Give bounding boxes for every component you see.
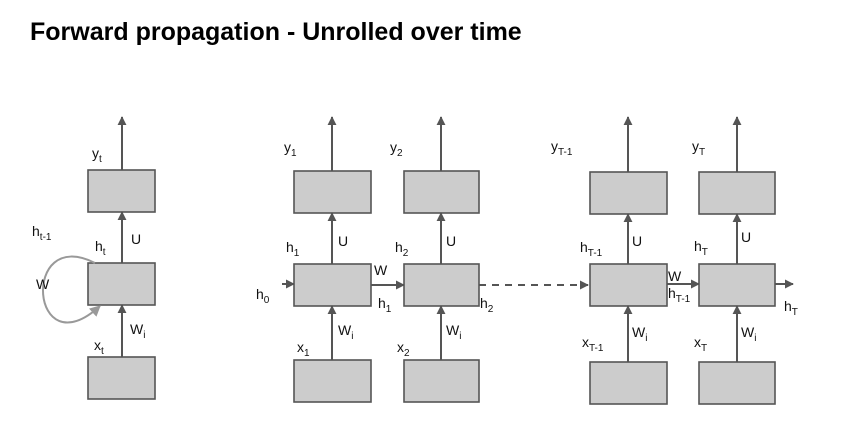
- time-step-2: y2 U h2 h2 Wi x2: [390, 116, 494, 403]
- time-step-t-minus-1: yT-1 U hT-1 hT-1 Wi xT-1: [551, 116, 691, 405]
- y-label: yt: [92, 145, 102, 165]
- output-box: [589, 171, 668, 215]
- recurrent-loop-arrow: [41, 255, 101, 324]
- x-label: x1: [297, 339, 310, 359]
- x-label: xT: [694, 334, 707, 354]
- wi-label: Wi: [446, 322, 461, 342]
- w-label: W: [374, 262, 388, 278]
- hidden-box: [589, 263, 668, 307]
- x-label: xt: [94, 337, 104, 357]
- h-label: ht: [95, 238, 106, 258]
- input-box: [87, 356, 156, 400]
- u-label: U: [632, 233, 642, 249]
- wi-label: Wi: [632, 324, 647, 344]
- y-label: yT: [692, 138, 705, 158]
- hidden-box: [87, 262, 156, 306]
- unrolled-rnn: h0 y1 U h1 h1 Wi x1 W y2 U: [256, 116, 798, 405]
- y-label: y1: [284, 139, 297, 159]
- h-prev-label: ht-1: [32, 223, 52, 243]
- h-out-label: h1: [378, 295, 392, 315]
- x-label: x2: [397, 339, 410, 359]
- folded-rnn: yt U ht ht-1 W Wi xt: [32, 116, 156, 400]
- x-label: xT-1: [582, 334, 604, 354]
- input-box: [293, 359, 372, 403]
- h-top-label: h1: [286, 239, 300, 259]
- y-label: yT-1: [551, 138, 573, 158]
- wi-label: Wi: [130, 321, 145, 341]
- h-top-label: hT: [694, 238, 708, 258]
- input-box: [589, 361, 668, 405]
- wi-label: Wi: [741, 324, 756, 344]
- h-out-label: hT: [784, 298, 798, 318]
- u-label: U: [338, 233, 348, 249]
- h-out-label: h2: [480, 295, 494, 315]
- output-box: [698, 171, 776, 215]
- u-label: U: [131, 231, 141, 247]
- h0-label: h0: [256, 286, 270, 306]
- h-out-label: hT-1: [668, 285, 691, 305]
- wi-label: Wi: [338, 322, 353, 342]
- w-label-t: W: [668, 268, 682, 284]
- page-title: Forward propagation - Unrolled over time: [30, 18, 522, 46]
- input-box: [403, 359, 480, 403]
- time-step-1: y1 U h1 h1 Wi x1: [284, 116, 392, 403]
- hidden-box: [403, 263, 480, 307]
- u-label: U: [741, 229, 751, 245]
- output-box: [87, 169, 156, 213]
- time-step-t: yT U hT hT Wi xT: [692, 116, 798, 405]
- y-label: y2: [390, 139, 403, 159]
- output-box: [403, 170, 480, 214]
- hidden-box: [698, 263, 776, 307]
- w-label: W: [36, 276, 50, 292]
- h-top-label: h2: [395, 239, 409, 259]
- output-box: [293, 170, 372, 214]
- h-top-label: hT-1: [580, 239, 603, 259]
- input-box: [698, 361, 776, 405]
- u-label: U: [446, 233, 456, 249]
- hidden-box: [293, 263, 372, 307]
